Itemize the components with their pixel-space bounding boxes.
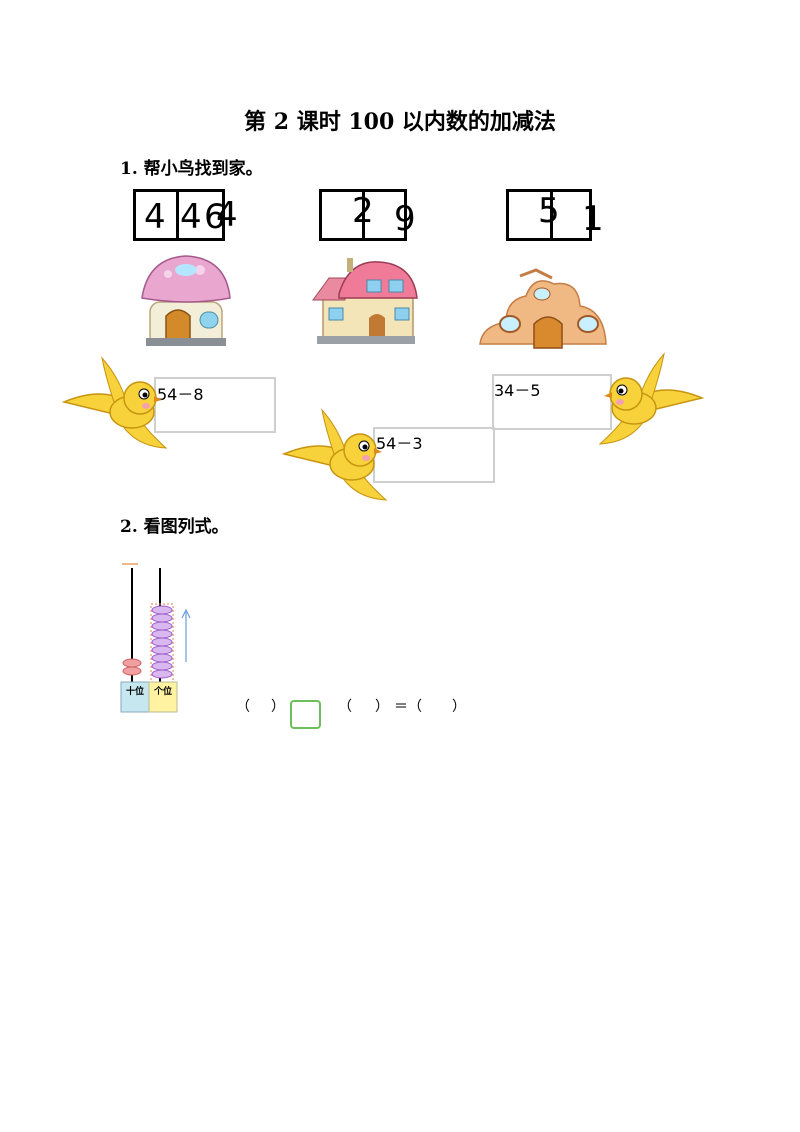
question-2-title: 2. 看图列式。 [120,517,229,537]
digit: 1 [582,199,604,239]
digit: 4 [144,197,166,237]
question-1-title: 1. 帮小鸟找到家。 [120,159,263,179]
answer-bracket-close: ） [271,699,285,715]
ones-place-label: 个位 [153,687,172,697]
answer-bracket-close: ） [452,699,466,715]
expression-box[interactable] [492,374,612,430]
digit-box-divider [362,192,365,238]
answer-bracket-close: ） [375,699,389,715]
digit: 4 [216,195,238,235]
operator-answer-box[interactable] [290,700,321,729]
yellow-bird-image [598,352,704,445]
page-title: 第 2 课时 100 以内数的加减法 [244,109,556,135]
equals-and-bracket: ＝（ [394,699,422,715]
digit: 4 [180,197,202,237]
digit-box-1: 4 4 6 4 [133,189,238,241]
digit-box-divider [176,192,179,238]
digit: 5 [538,191,560,231]
expression-text: 34－5 [494,381,541,400]
digit: 9 [394,199,416,239]
mushroom-house-image [141,255,231,346]
yellow-bird-image [62,356,168,449]
digit: 2 [352,191,374,231]
expression-text: 54－8 [157,385,204,404]
answer-bracket-open: （ [236,699,250,715]
tens-place-label: 十位 [125,687,144,697]
expression-text: 54－3 [376,434,423,453]
digit: 6 [204,197,226,237]
yellow-bird-image [282,408,388,501]
answer-bracket-open: （ [338,699,352,715]
abacus-image [120,563,191,713]
pink-roof-house-image [312,258,418,344]
clay-house-image [479,268,607,349]
digit-box-divider [550,192,553,238]
digit-box-3: 5 1 [506,189,604,241]
digit-box-2: 2 9 [319,189,416,241]
